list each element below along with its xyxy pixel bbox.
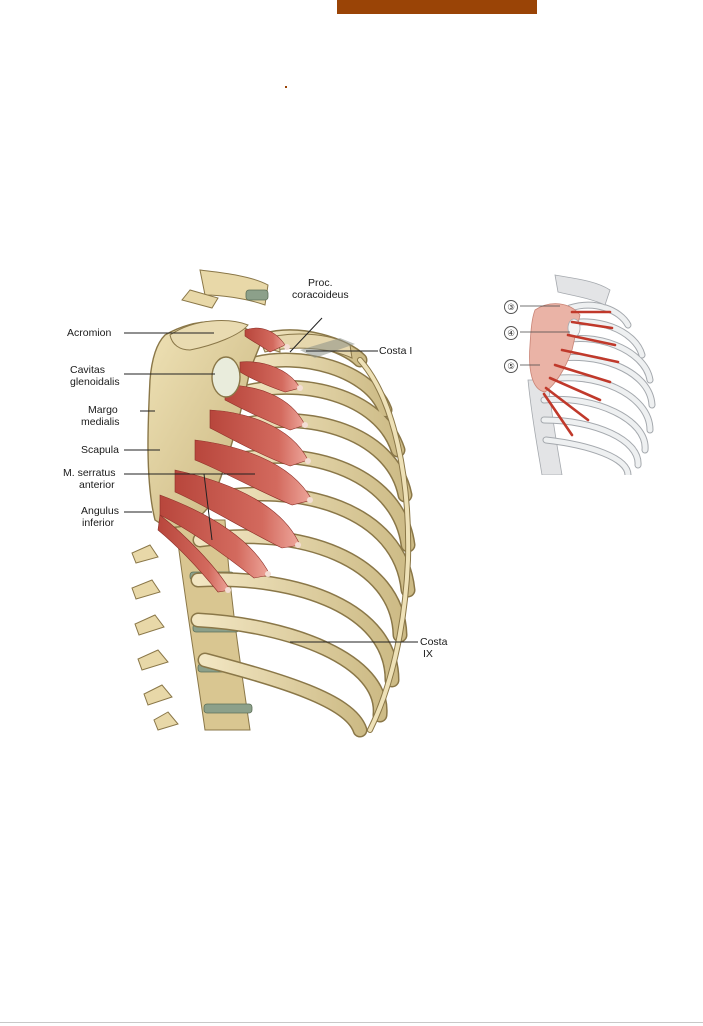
label-costa-ix-line1: Costa [420, 636, 448, 648]
marker-dot [285, 86, 287, 88]
inset-marker-5: ⑤ [504, 359, 518, 373]
label-acromion: Acromion [67, 327, 112, 339]
footer-rule [0, 1022, 703, 1023]
label-angulus-line1: Angulus [81, 505, 119, 517]
label-margo-line2: medialis [81, 416, 120, 428]
label-costa-i: Costa I [379, 345, 413, 357]
label-cavitas-line1: Cavitas [70, 364, 106, 376]
label-proc-line2: coracoideus [292, 289, 349, 301]
inset-marker-4: ④ [504, 326, 518, 340]
label-proc-line1: Proc. [308, 277, 333, 289]
label-serratus-line2: anterior [79, 479, 115, 491]
leader-lines [124, 317, 418, 643]
label-scapula: Scapula [81, 444, 119, 456]
label-angulus-line2: inferior [82, 517, 115, 529]
label-costa-ix-line2: IX [423, 648, 433, 660]
header-bar [337, 0, 537, 14]
label-cavitas-line2: glenoidalis [70, 376, 120, 388]
inset-marker-3: ③ [504, 300, 518, 314]
label-margo-line1: Margo [88, 404, 118, 416]
glenoid-cavity [211, 356, 241, 398]
label-serratus-line1: M. serratus [63, 467, 116, 479]
inset-thorax-diagram [500, 270, 660, 475]
